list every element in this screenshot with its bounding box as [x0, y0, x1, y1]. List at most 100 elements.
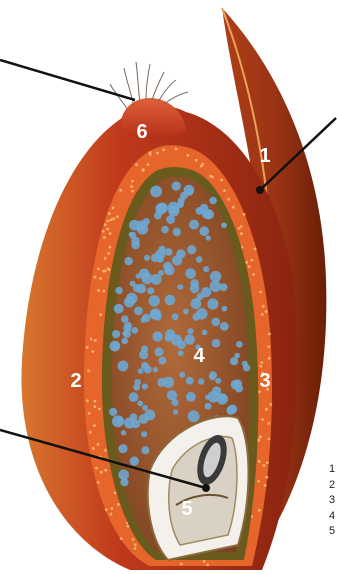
aleurone-dot	[259, 435, 262, 438]
aleurone-dot	[86, 346, 89, 349]
aleurone-dot	[94, 400, 97, 403]
starch-granule	[205, 403, 212, 410]
aleurone-dot	[104, 469, 107, 472]
starch-granule	[204, 209, 214, 219]
aleurone-dot	[268, 438, 271, 441]
starch-granule	[121, 338, 128, 345]
aleurone-dot	[102, 230, 105, 233]
starch-granule	[129, 392, 139, 402]
aleurone-dot	[259, 291, 262, 294]
starch-granule	[186, 377, 194, 385]
starch-granule	[202, 330, 208, 336]
starch-granule	[118, 361, 129, 372]
aleurone-dot	[110, 218, 113, 221]
starch-granule	[178, 350, 184, 356]
aleurone-dot	[98, 408, 101, 411]
aleurone-dot	[261, 313, 264, 316]
aleurone-dot	[232, 206, 235, 209]
aleurone-dot	[134, 547, 137, 550]
starch-granule	[118, 470, 129, 481]
legend-item: 2	[329, 478, 337, 494]
starch-granule	[210, 271, 221, 282]
aleurone-dot	[263, 464, 266, 467]
aleurone-dot	[240, 232, 243, 235]
starch-granule	[196, 256, 203, 263]
aleurone-dot	[119, 189, 122, 192]
starch-granule	[114, 304, 124, 314]
aleurone-dot	[87, 369, 90, 372]
aleurone-dot	[265, 408, 268, 411]
starch-granule	[133, 384, 140, 391]
starch-granule	[131, 327, 138, 334]
starch-granule	[190, 279, 199, 288]
starch-granule	[199, 226, 209, 236]
aleurone-dot	[106, 220, 109, 223]
aleurone-dot	[223, 189, 226, 192]
aleurone-dot	[91, 350, 94, 353]
aleurone-dot	[220, 179, 223, 182]
aleurone-dot	[265, 310, 268, 313]
starch-granule	[236, 341, 243, 348]
starch-granule	[173, 409, 178, 414]
legend-item: 5	[329, 524, 337, 540]
aleurone-dot	[267, 345, 270, 348]
aleurone-dot	[258, 509, 261, 512]
aleurone-dot	[99, 313, 102, 316]
aleurone-dot	[100, 471, 103, 474]
starch-granule	[186, 392, 196, 402]
aleurone-dot	[149, 153, 152, 156]
callout-1: 1	[259, 145, 270, 167]
aleurone-dot	[106, 228, 109, 231]
starch-granule	[122, 331, 127, 336]
starch-granule	[151, 274, 162, 285]
aleurone-dot	[211, 176, 214, 179]
aleurone-dot	[259, 365, 262, 368]
starch-granule	[141, 317, 147, 323]
aleurone-dot	[120, 537, 123, 540]
aleurone-dot	[112, 217, 115, 220]
aleurone-dot	[268, 333, 271, 336]
starch-granule	[139, 350, 148, 359]
starch-granule	[189, 220, 199, 230]
starch-granule	[136, 274, 141, 279]
starch-granule	[207, 298, 218, 309]
aleurone-dot	[88, 412, 91, 415]
aleurone-dot	[132, 538, 135, 541]
starch-granule	[220, 283, 228, 291]
starch-granule	[187, 328, 193, 334]
starch-granule	[173, 228, 181, 236]
starch-granule	[126, 293, 137, 304]
aleurone-dot	[105, 508, 108, 511]
callout-3: 3	[259, 370, 270, 392]
starch-granule	[166, 215, 175, 224]
starch-granule	[196, 308, 207, 319]
starch-granule	[203, 266, 209, 272]
aleurone-dot	[180, 563, 183, 566]
starch-granule	[226, 406, 235, 415]
starch-granule	[221, 222, 227, 228]
starch-granule	[167, 390, 177, 400]
legend-item: 3	[329, 493, 337, 509]
starch-granule	[242, 361, 248, 367]
starch-granule	[118, 444, 127, 453]
aleurone-dot	[156, 152, 159, 155]
aleurone-dot	[186, 154, 189, 157]
starch-granule	[144, 366, 152, 374]
aleurone-dot	[127, 525, 130, 528]
starch-granule	[158, 270, 164, 276]
starch-granule	[151, 253, 160, 262]
aleurone-dot	[243, 213, 246, 216]
starch-granule	[131, 419, 140, 428]
starch-granule	[178, 284, 184, 290]
aleurone-dot	[97, 481, 100, 484]
aleurone-dot	[262, 305, 265, 308]
aleurone-dot	[257, 480, 260, 483]
aleurone-dot	[265, 476, 268, 479]
aleurone-dot	[261, 418, 264, 421]
aleurone-dot	[206, 563, 209, 566]
starch-granule	[188, 410, 200, 422]
aleurone-dot	[107, 252, 110, 255]
aleurone-dot	[258, 460, 261, 463]
starch-granule	[150, 186, 162, 198]
aleurone-dot	[264, 484, 267, 487]
